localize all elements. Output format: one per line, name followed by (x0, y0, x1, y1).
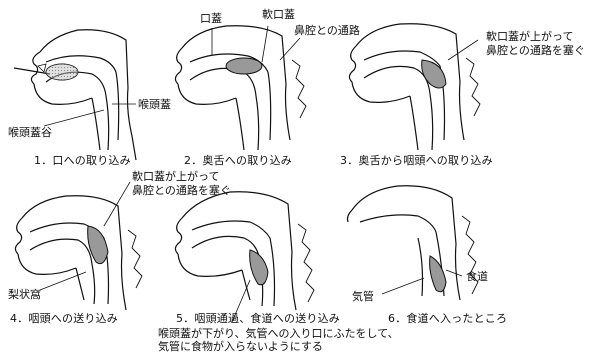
panel-2-label-palate: 口蓋 (200, 12, 222, 25)
panel-6-label-trachea: 気管 (352, 290, 374, 303)
panel-5-caption: 5．咽頭通過、食道への送り込み (176, 312, 340, 325)
panel-2-label-soft-palate: 軟口蓋 (262, 8, 295, 21)
panel-3-leader-soft-palate (448, 40, 478, 60)
panel-1-label-epiglottis: 喉頭蓋 (138, 98, 171, 111)
panel-4-caption: 4．咽頭への送り込み (10, 312, 118, 325)
panel-3-label-line2: 鼻腔との通路を塞ぐ (486, 44, 585, 57)
panel-2-food-bolus (226, 58, 262, 74)
panel-1-label-vallecula: 喉頭蓋谷 (8, 126, 52, 139)
panel-6-food-bolus (430, 256, 446, 292)
panel-3-label-line1: 軟口蓋が上がって (486, 30, 573, 43)
panel-2-illustration (175, 26, 306, 150)
panel-2-label-nasal-passage: 鼻腔との通路 (294, 24, 360, 37)
panel-5-note-line1: 喉頭蓋が下がり、気管への入り口にふたをして、 (158, 327, 399, 341)
panel-5-food-bolus (250, 250, 268, 285)
panel-6-label-esophagus: 食道 (466, 270, 488, 283)
panel-3-illustration (349, 24, 480, 150)
panel-4-leader-soft-palate (104, 182, 130, 226)
panel-6-leader-esophagus (446, 270, 462, 276)
panel-2-leader-soft-palate (262, 26, 268, 62)
panel-3-food-bolus (422, 60, 446, 88)
panel-2-caption: 2．奥舌への取り込み (184, 154, 292, 167)
panel-3-caption: 3．奥舌から咽頭への取り込み (340, 154, 493, 167)
panel-4-label-piriform: 梨状窩 (8, 288, 41, 301)
panel-6-caption: 6．食道へ入ったところ (388, 312, 507, 325)
panel-6-illustration (348, 186, 479, 300)
panel-6-leader-trachea (382, 278, 424, 294)
panel-1-illustration (14, 30, 136, 160)
panel-4-label-line2: 鼻腔との通路を塞ぐ (132, 184, 231, 197)
panel-5-note-line2: 気管に食物が入らないようにする (158, 340, 323, 354)
panel-4-label-line1: 軟口蓋が上がって (132, 170, 219, 183)
panel-1-caption: 1．口への取り込み (34, 154, 131, 167)
